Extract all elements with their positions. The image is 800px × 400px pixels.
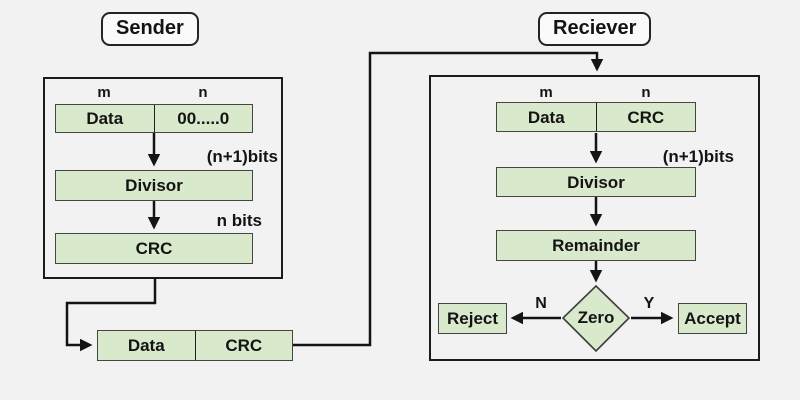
receiver-divisor-box: Divisor [496, 167, 696, 197]
accept-box: Accept [678, 303, 747, 334]
sender-crc-box: CRC [55, 233, 253, 264]
sender-width-label-m: m [97, 84, 111, 101]
sender-width-label-n: n [198, 84, 208, 101]
receiver-container [429, 75, 760, 361]
receiver-data-cell: Data [527, 107, 565, 127]
sender-title: Sender [101, 12, 199, 46]
zero-decision-label: Zero [577, 308, 615, 327]
sender-data-cell: Data [86, 109, 124, 128]
receiver-title: Reciever [538, 12, 652, 46]
sender-container [43, 77, 283, 279]
sender-divisor-box: Divisor [55, 170, 253, 201]
sender-input-frame: Data 00.....0 [55, 104, 253, 133]
receiver-n-plus-1-bits-label: (n+1)bits [662, 147, 734, 166]
transmission-data-cell: Data [127, 336, 165, 355]
branch-no-label: N [535, 295, 547, 312]
transmission-frame: Data CRC [97, 330, 293, 361]
receiver-width-label-n: n [641, 84, 651, 101]
receiver-input-frame: Data CRC [496, 102, 696, 132]
sender-n-plus-1-bits-label: (n+1)bits [206, 147, 278, 166]
reject-box: Reject [438, 303, 507, 334]
branch-yes-label: Y [643, 295, 655, 312]
sender-padding-cell: 00.....0 [153, 105, 253, 132]
sender-n-bits-label: n bits [216, 211, 262, 230]
transmission-crc-cell: CRC [194, 331, 293, 360]
receiver-width-label-m: m [539, 84, 553, 101]
receiver-remainder-box: Remainder [496, 230, 696, 261]
receiver-crc-cell: CRC [595, 103, 696, 131]
